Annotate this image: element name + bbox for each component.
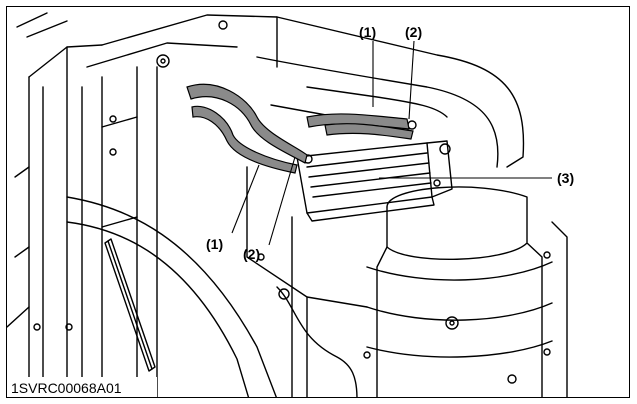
- engine-block: [246, 166, 371, 397]
- dipstick: [104, 238, 156, 372]
- filter-canister: [366, 179, 568, 397]
- engine-oil-cooler-illustration: (1) (2) (3) (1) (2) 1SVRC00068A01: [7, 12, 574, 397]
- callout-3: (3): [557, 170, 574, 186]
- callout-leaders: [231, 40, 552, 246]
- oil-cooler: [296, 120, 453, 222]
- callout-1-bottom: (1): [206, 236, 223, 252]
- lower-radiator-hose: [66, 196, 277, 397]
- figure-code-background: [7, 377, 157, 397]
- air-intake-duct: [256, 16, 525, 168]
- callout-2-bottom: (2): [243, 246, 260, 262]
- callout-2-top: (2): [405, 24, 422, 40]
- left-frame-pillar: [7, 12, 103, 397]
- oil-cooler-hoses: [186, 83, 414, 174]
- radiator-shroud: [81, 14, 278, 397]
- figure-code: 1SVRC00068A01: [11, 380, 122, 396]
- callout-1-top: (1): [359, 24, 376, 40]
- diagram-frame: (1) (2) (3) (1) (2) 1SVRC00068A01: [6, 6, 630, 398]
